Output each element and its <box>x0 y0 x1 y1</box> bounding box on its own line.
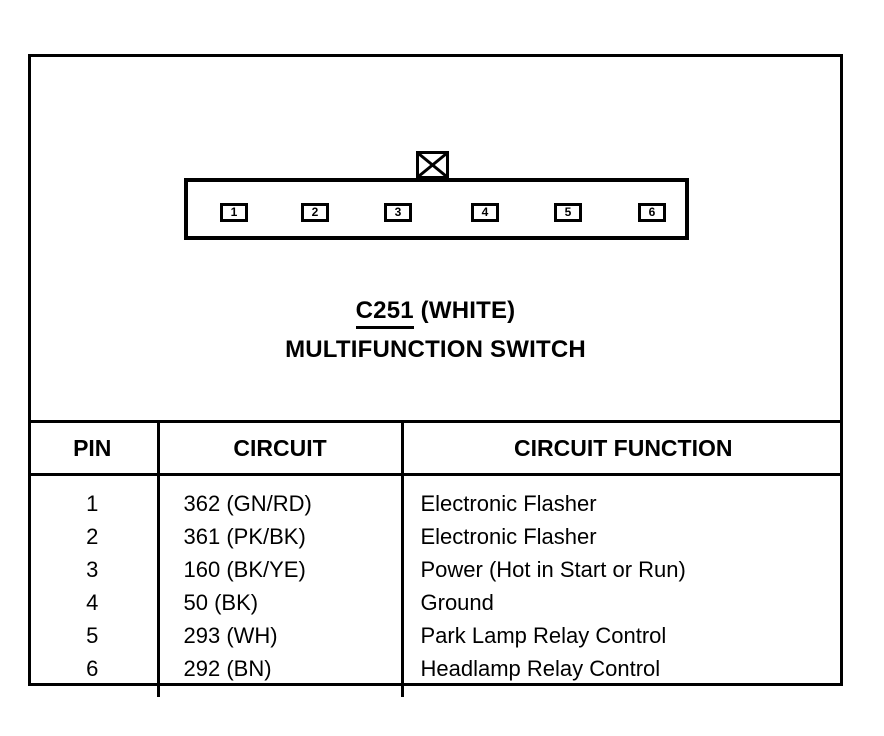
connector-pin-6: 6 <box>638 203 666 222</box>
cell-circuit: 292 (BN) <box>156 652 402 697</box>
table-row: 1 362 (GN/RD) Electronic Flasher <box>28 474 843 520</box>
connector-code-line: C251 (WHITE) <box>31 297 840 329</box>
pin-assignment-table: PIN CIRCUIT CIRCUIT FUNCTION 1 362 (GN/R… <box>28 420 843 697</box>
cell-circuit: 362 (GN/RD) <box>156 474 402 520</box>
connector-illustration: 1 2 3 4 5 6 C251 (WHITE) MULTIFUNCTION S… <box>31 57 840 397</box>
cell-pin: 3 <box>86 557 99 582</box>
connector-color: (WHITE) <box>420 297 516 324</box>
x-latch-icon <box>416 151 449 179</box>
connector-caption: C251 (WHITE) MULTIFUNCTION SWITCH <box>31 297 840 364</box>
table-row: 5 293 (WH) Park Lamp Relay Control <box>28 619 843 652</box>
cell-pin: 6 <box>86 656 99 681</box>
diagram-frame: 1 2 3 4 5 6 C251 (WHITE) MULTIFUNCTION S… <box>28 54 843 697</box>
connector-pin-5: 5 <box>554 203 582 222</box>
column-header-function: CIRCUIT FUNCTION <box>400 423 843 476</box>
connector-code-spacer <box>414 297 421 324</box>
table-row: 3 160 (BK/YE) Power (Hot in Start or Run… <box>28 553 843 586</box>
connector-pin-4: 4 <box>471 203 499 222</box>
cell-function: Ground <box>400 586 843 619</box>
table-row: 2 361 (PK/BK) Electronic Flasher <box>28 520 843 553</box>
connector-pin-3: 3 <box>384 203 412 222</box>
connector-body: 1 2 3 4 5 6 <box>184 178 689 240</box>
column-header-pin: PIN <box>28 423 158 476</box>
cell-circuit: 361 (PK/BK) <box>156 520 402 553</box>
connector-pin-1: 1 <box>220 203 248 222</box>
table-row: 4 50 (BK) Ground <box>28 586 843 619</box>
cell-function: Headlamp Relay Control <box>400 652 843 697</box>
cell-pin: 2 <box>86 524 99 549</box>
column-header-circuit: CIRCUIT <box>156 423 402 476</box>
table-row: 6 292 (BN) Headlamp Relay Control <box>28 652 843 697</box>
cell-pin: 5 <box>86 623 99 648</box>
cell-pin: 1 <box>86 491 99 516</box>
cell-circuit: 293 (WH) <box>156 619 402 652</box>
connector-name: MULTIFUNCTION SWITCH <box>285 336 586 363</box>
cell-function: Power (Hot in Start or Run) <box>400 553 843 586</box>
cell-function: Park Lamp Relay Control <box>400 619 843 652</box>
cell-function: Electronic Flasher <box>400 474 843 520</box>
cell-circuit: 160 (BK/YE) <box>156 553 402 586</box>
connector-pin-2: 2 <box>301 203 329 222</box>
cell-circuit: 50 (BK) <box>156 586 402 619</box>
cell-pin: 4 <box>86 590 99 615</box>
table-header-row: PIN CIRCUIT CIRCUIT FUNCTION <box>28 423 843 476</box>
connector-code: C251 <box>355 297 414 329</box>
cell-function: Electronic Flasher <box>400 520 843 553</box>
